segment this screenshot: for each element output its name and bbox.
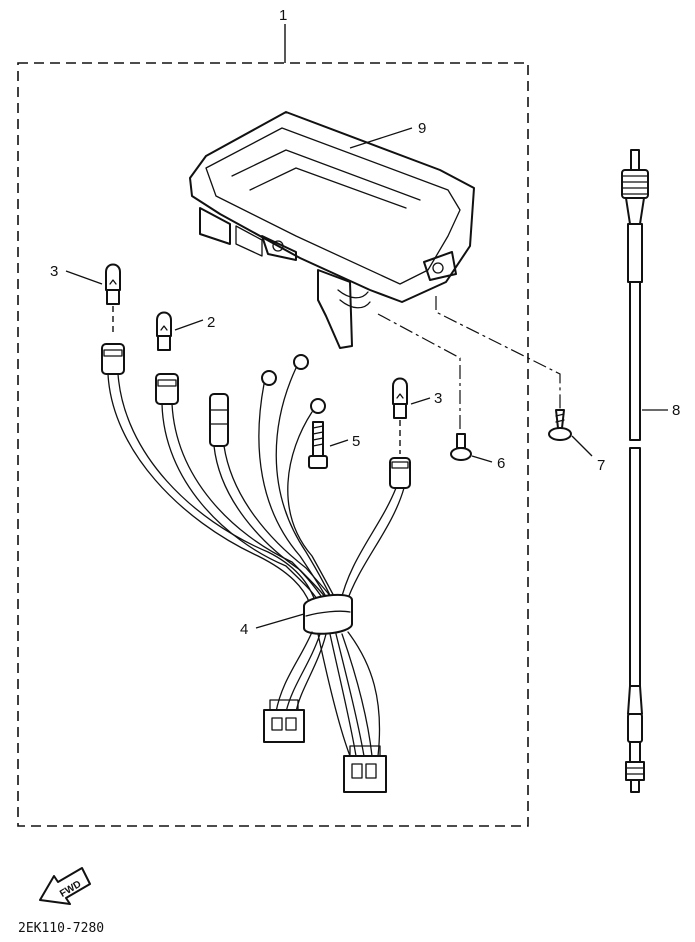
leader-9	[349, 127, 413, 149]
callout-9: 9	[418, 120, 426, 137]
leader-4	[255, 613, 305, 629]
bulb-right	[392, 377, 408, 419]
speedometer-cable	[621, 149, 649, 793]
callout-8: 8	[672, 402, 680, 419]
callout-7: 7	[597, 457, 605, 474]
mount-line-7	[435, 296, 561, 410]
tapping-screw	[548, 409, 572, 441]
mount-line-6	[377, 313, 461, 432]
callout-1: 1	[279, 7, 287, 24]
fwd-arrow: FWD	[39, 867, 91, 905]
meter-body	[189, 111, 475, 349]
bolt	[308, 421, 328, 469]
leader-7	[571, 435, 593, 457]
leader-2	[174, 319, 204, 331]
leader-6	[471, 455, 493, 463]
callout-3-left: 3	[50, 263, 58, 280]
callout-2: 2	[207, 314, 215, 331]
leader-5	[329, 439, 349, 447]
bulb-left	[105, 263, 121, 305]
callout-6: 6	[497, 455, 505, 472]
callout-3-right: 3	[434, 390, 442, 407]
callout-5: 5	[352, 433, 360, 450]
diagram-code: 2EK110-7280	[18, 921, 104, 936]
leader-3-right	[410, 397, 431, 405]
screw	[450, 433, 472, 461]
leader-3-left	[65, 270, 103, 285]
wire-harness	[101, 343, 411, 793]
bulb-small	[156, 311, 172, 351]
assembly-boundary	[17, 62, 529, 827]
callout-4: 4	[240, 621, 248, 638]
